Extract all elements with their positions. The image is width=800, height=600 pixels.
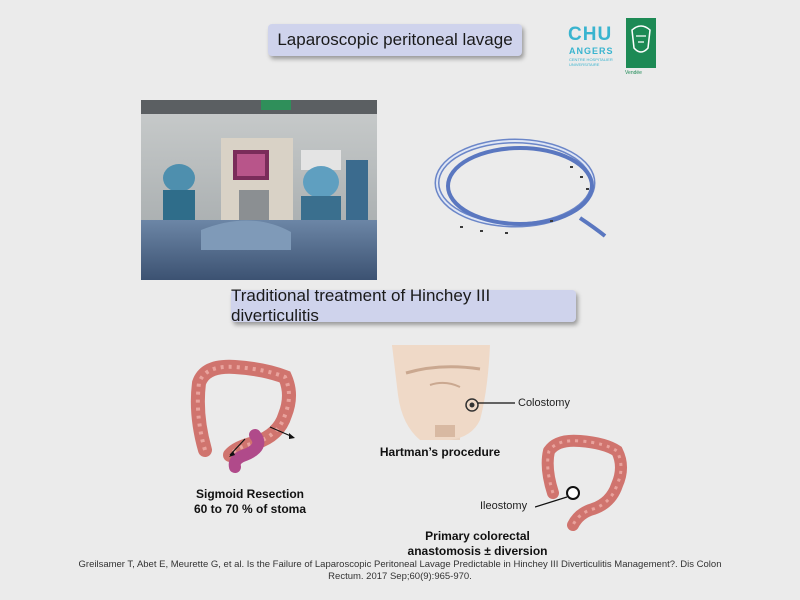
lavage-catheter-image xyxy=(430,128,610,248)
reference-line1: Greilsamer T, Abet E, Meurette G, et al.… xyxy=(78,559,722,570)
section-title: Traditional treatment of Hinchey III div… xyxy=(231,286,576,325)
ileostomy-label: Ileostomy xyxy=(480,500,528,512)
primary-anastomosis-caption: Primary colorectal anastomosis ± diversi… xyxy=(405,529,550,559)
sigmoid-resection-caption: Sigmoid Resection 60 to 70 % of stoma xyxy=(170,487,330,517)
logo-subline: CENTRE HOSPITALIER UNIVERSITAIRE xyxy=(569,57,613,67)
hartman-abdomen-illustration xyxy=(380,345,585,440)
logo-chu-text: CHU xyxy=(568,24,613,45)
slide-title: Laparoscopic peritoneal lavage xyxy=(268,24,522,56)
chu-angers-logo: CHU ANGERS CENTRE HOSPITALIER UNIVERSITA… xyxy=(566,18,666,78)
hartman-caption: Hartman’s procedure xyxy=(379,445,501,459)
sigmoid-caption-line2: 60 to 70 % of stoma xyxy=(193,502,307,516)
primary-caption-line1: Primary colorectal xyxy=(425,529,530,543)
reference-line2: Rectum. 2017 Sep;60(9):965-970. xyxy=(328,571,472,582)
slide-title-text: Laparoscopic peritoneal lavage xyxy=(277,30,513,49)
sigmoid-caption-line1: Sigmoid Resection xyxy=(195,487,305,501)
logo-city-text: ANGERS xyxy=(569,46,614,56)
primary-caption-line2: anastomosis ± diversion xyxy=(407,544,548,558)
operating-room-photo xyxy=(141,100,377,280)
reference-citation: Greilsamer T, Abet E, Meurette G, et al.… xyxy=(40,559,760,583)
logo-flag-icon xyxy=(626,18,656,68)
section-title-text: Traditional treatment of Hinchey III div… xyxy=(231,286,491,325)
sigmoid-resection-illustration xyxy=(185,355,310,475)
primary-anastomosis-illustration xyxy=(534,433,635,533)
logo-secondary-text: Vendée xyxy=(625,70,642,76)
colostomy-label: Colostomy xyxy=(518,397,570,409)
